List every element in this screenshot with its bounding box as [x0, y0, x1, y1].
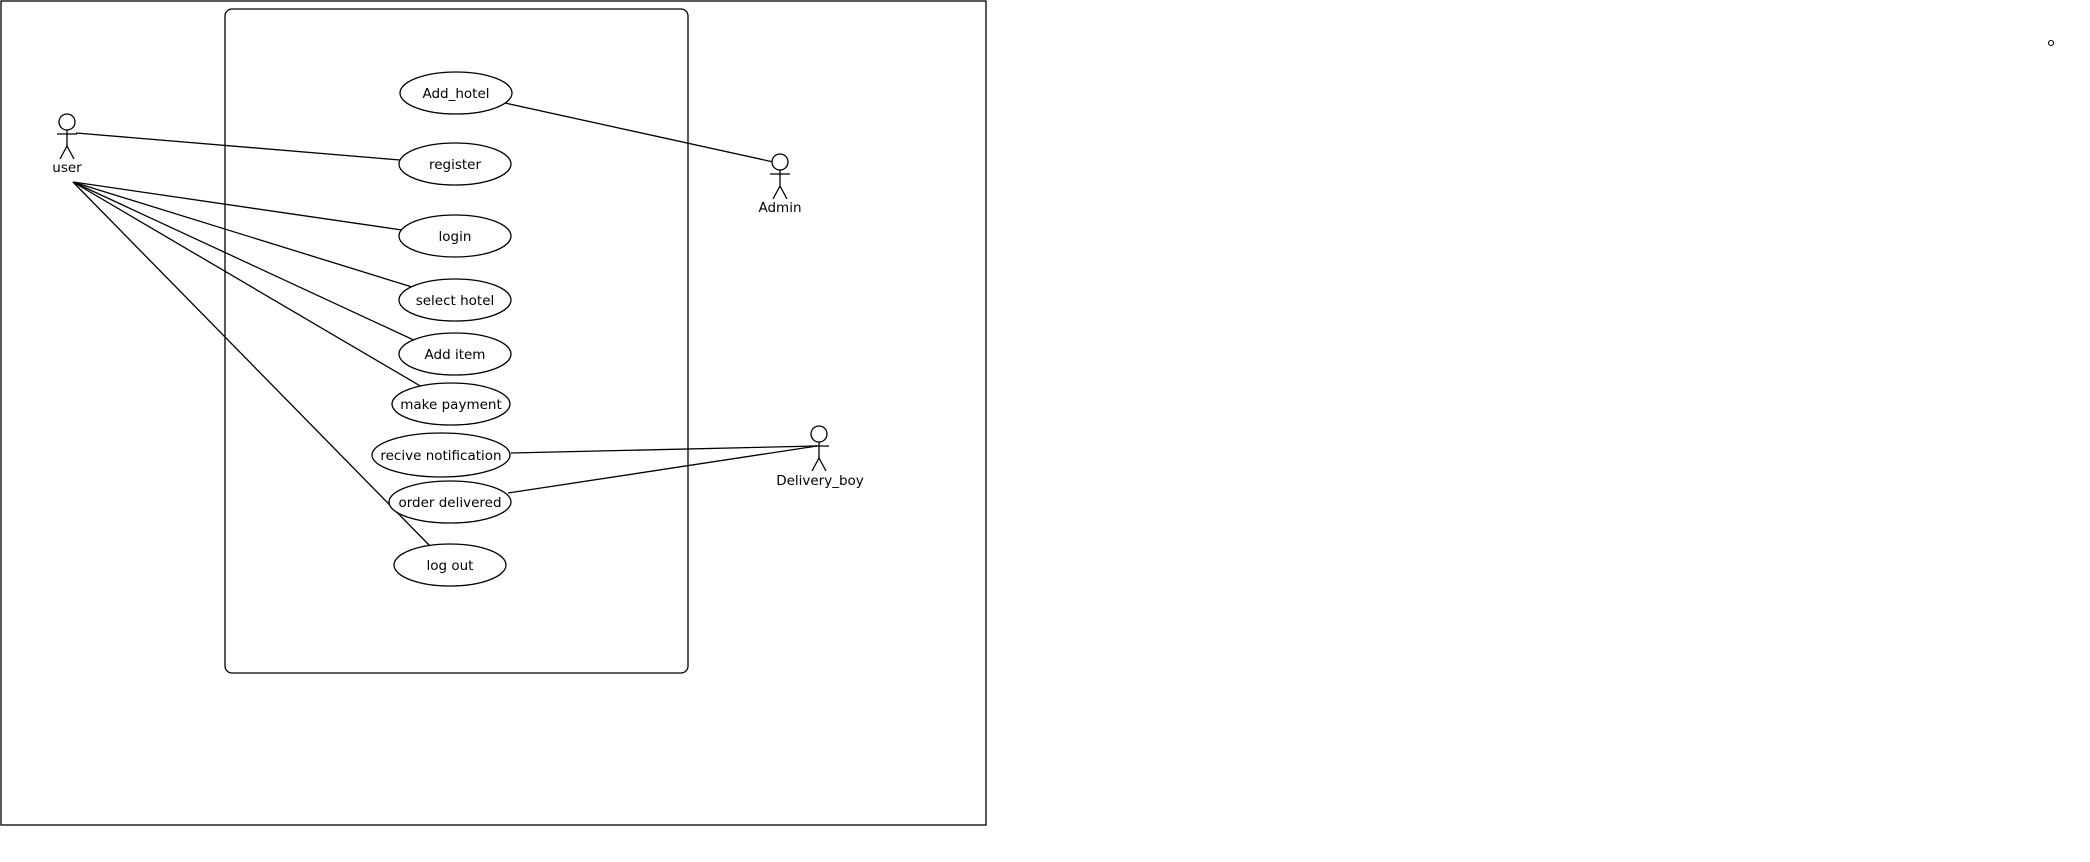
association-user-register [75, 132, 401, 161]
actor-user[interactable]: user [52, 113, 82, 176]
actor-delivery-boy-head [810, 425, 828, 443]
use-case-register-label: register [429, 157, 482, 173]
use-case-login-label: login [439, 229, 472, 245]
association-user-add-item [72, 181, 419, 343]
stray-dot-mark [2047, 39, 2055, 47]
use-case-add-item[interactable]: Add item [398, 332, 512, 376]
association-user-log-out [72, 181, 431, 547]
actor-admin-left-leg [772, 185, 781, 200]
actor-delivery-boy-left-leg [811, 457, 820, 472]
association-user-login [72, 181, 403, 231]
use-case-add-item-label: Add item [425, 347, 486, 363]
actor-delivery-boy-label: Delivery_boy [776, 473, 864, 489]
use-case-make-payment[interactable]: make payment [391, 382, 511, 426]
association-delivery-recive-notification [510, 445, 818, 454]
use-case-add-hotel[interactable]: Add_hotel [399, 71, 513, 115]
use-case-select-hotel-label: select hotel [416, 293, 495, 309]
use-case-recive-notification[interactable]: recive notification [371, 432, 511, 478]
actor-admin-right-leg [779, 185, 788, 200]
use-case-add-hotel-label: Add_hotel [422, 86, 489, 102]
use-case-make-payment-label: make payment [400, 397, 502, 413]
use-case-order-delivered[interactable]: order delivered [388, 480, 512, 524]
diagram-frame [0, 0, 987, 826]
actor-admin[interactable]: Admin [758, 153, 802, 216]
use-case-register[interactable]: register [398, 142, 512, 186]
use-case-recive-notification-label: recive notification [380, 448, 501, 464]
actor-user-left-leg [59, 145, 68, 160]
actor-user-right-leg [66, 145, 75, 160]
association-delivery-order-delivered [507, 445, 818, 494]
use-case-login[interactable]: login [398, 214, 512, 258]
system-boundary [224, 8, 689, 674]
actor-user-label: user [52, 160, 82, 176]
use-case-log-out-label: log out [427, 558, 474, 574]
use-case-order-delivered-label: order delivered [398, 495, 501, 511]
actor-admin-label: Admin [758, 200, 801, 216]
actor-delivery-boy[interactable]: Delivery_boy [776, 425, 864, 489]
actor-admin-head [771, 153, 789, 171]
use-case-select-hotel[interactable]: select hotel [398, 278, 512, 322]
association-user-select-hotel [72, 181, 413, 288]
actor-delivery-boy-right-leg [818, 457, 827, 472]
association-user-make-payment [72, 181, 423, 388]
association-admin-add-hotel [504, 102, 779, 164]
actor-user-head [58, 113, 76, 131]
use-case-log-out[interactable]: log out [393, 543, 507, 587]
associations [72, 102, 818, 547]
